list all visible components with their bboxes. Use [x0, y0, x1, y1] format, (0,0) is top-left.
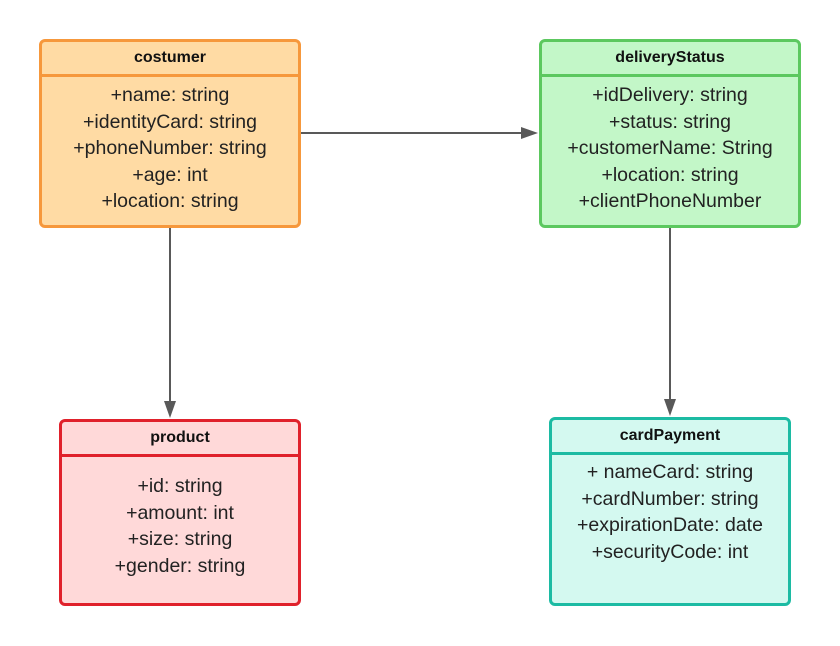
attribute: +clientPhoneNumber	[578, 190, 762, 212]
class-box-product[interactable]: product +id: string +amount: int +size: …	[59, 419, 301, 606]
attribute: +location: string	[101, 190, 239, 212]
connector-costumer-to-deliveryStatus	[301, 127, 538, 139]
class-title: deliveryStatus	[542, 42, 798, 77]
attribute-list: +idDelivery: string +status: string +cus…	[542, 77, 798, 215]
arrowhead-icon	[164, 401, 176, 418]
attribute: +size: string	[127, 528, 233, 550]
attribute: +age: int	[132, 163, 208, 186]
attribute: +id: string	[137, 475, 223, 497]
class-title: costumer	[42, 42, 298, 77]
class-box-costumer[interactable]: costumer +name: string +identityCard: st…	[39, 39, 301, 228]
attribute: +status: string	[609, 110, 731, 133]
attribute-list: + nameCard: string +cardNumber: string +…	[552, 455, 788, 565]
attribute: +customerName: String	[567, 137, 773, 159]
attribute-list: +id: string +amount: int +size: string +…	[62, 457, 298, 579]
connector-deliveryStatus-to-cardPayment	[664, 228, 676, 416]
attribute: +phoneNumber: string	[73, 137, 267, 159]
arrowhead-icon	[521, 127, 538, 139]
attribute: +idDelivery: string	[592, 84, 748, 106]
attribute: +name: string	[110, 84, 230, 106]
attribute: +location: string	[601, 163, 739, 186]
class-title: product	[62, 422, 298, 457]
class-box-deliveryStatus[interactable]: deliveryStatus +idDelivery: string +stat…	[539, 39, 801, 228]
attribute: +expirationDate: date	[577, 514, 763, 536]
attribute: +amount: int	[126, 501, 234, 524]
attribute-list: +name: string +identityCard: string +pho…	[42, 77, 298, 215]
attribute: +identityCard: string	[83, 110, 257, 133]
attribute: +gender: string	[114, 554, 246, 577]
attribute: + nameCard: string	[586, 461, 754, 483]
attribute: +securityCode: int	[591, 540, 749, 563]
arrowhead-icon	[664, 399, 676, 416]
attribute: +cardNumber: string	[581, 487, 759, 510]
class-box-cardPayment[interactable]: cardPayment + nameCard: string +cardNumb…	[549, 417, 791, 606]
connector-costumer-to-product	[164, 228, 176, 418]
class-title: cardPayment	[552, 420, 788, 455]
